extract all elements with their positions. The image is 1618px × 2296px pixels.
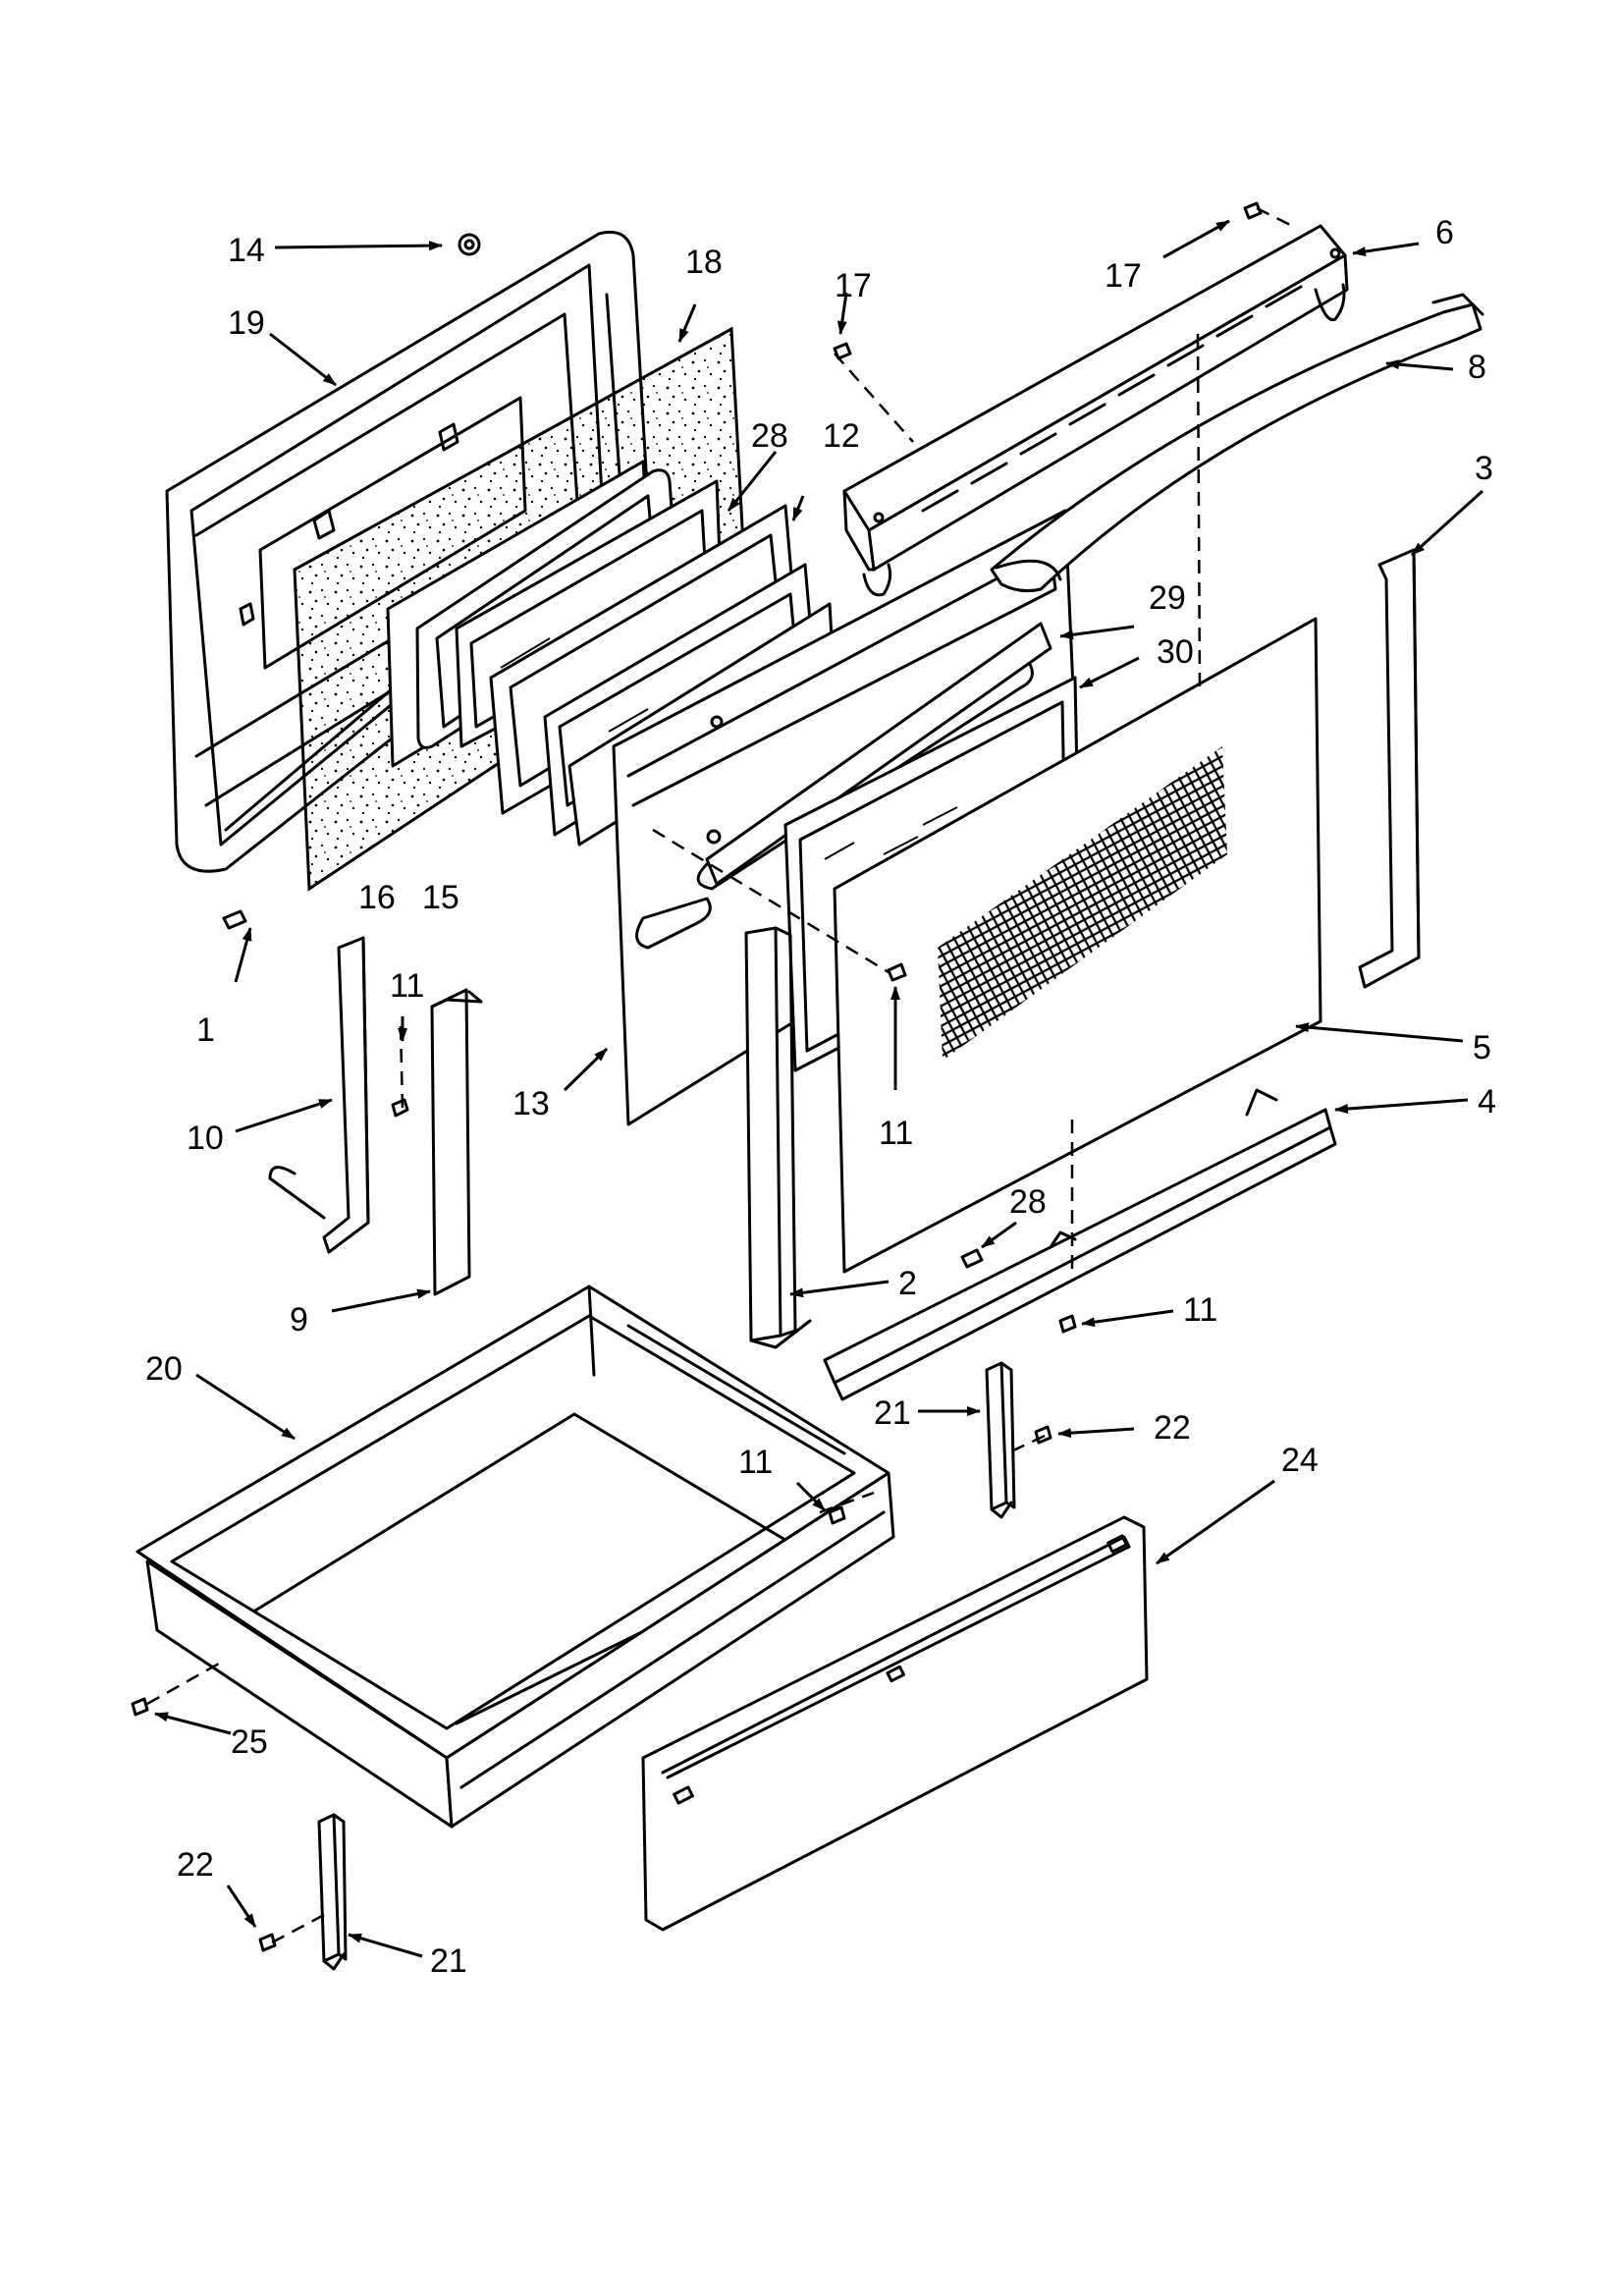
- outer-door-glass-panel: [833, 617, 1322, 1274]
- part-label-28: 28: [751, 417, 788, 455]
- door-handle: [990, 293, 1484, 593]
- part-label-18: 18: [685, 244, 723, 281]
- part-label-22: 22: [1154, 1409, 1191, 1447]
- bottom-door-trim: [823, 1088, 1337, 1401]
- drawer-rail-bracket-lower: [317, 1813, 348, 1971]
- part-label-13: 13: [512, 1085, 550, 1122]
- part-label-25: 25: [231, 1723, 268, 1761]
- drawer-front-panel: [641, 1515, 1149, 1932]
- part-label-11: 11: [1183, 1291, 1217, 1329]
- part-label-8: 8: [1468, 349, 1486, 386]
- part-label-14: 14: [228, 232, 265, 269]
- screw-hardware: [131, 201, 1263, 1952]
- part-label-11: 11: [738, 1444, 773, 1481]
- storage-drawer: [135, 1285, 895, 1829]
- part-label-3: 3: [1475, 450, 1493, 487]
- part-label-29: 29: [1149, 579, 1186, 617]
- part-number-labels: 14 19 18 17 17 6 8 28 12 3 29 30 16 15 1…: [145, 214, 1496, 1980]
- part-label-1: 1: [196, 1011, 215, 1049]
- part-label-22: 22: [177, 1846, 214, 1884]
- part-label-6: 6: [1435, 214, 1454, 251]
- part-label-28: 28: [1009, 1183, 1047, 1221]
- front-trim-post: [744, 926, 812, 1349]
- drawer-rail-bracket-upper: [985, 1361, 1016, 1519]
- part-label-2: 2: [898, 1265, 917, 1302]
- part-label-11: 11: [879, 1115, 913, 1152]
- part-label-16: 16: [358, 879, 396, 916]
- part-label-4: 4: [1478, 1083, 1496, 1121]
- handle-spacer: [705, 622, 1052, 886]
- part-label-11: 11: [390, 967, 424, 1005]
- part-label-5: 5: [1473, 1029, 1491, 1066]
- part-label-12: 12: [823, 417, 860, 455]
- assembly-guide-lines: [146, 206, 1297, 1944]
- left-side-trim: [268, 936, 370, 1254]
- control-panel-trim: [842, 224, 1349, 597]
- part-label-20: 20: [145, 1350, 183, 1388]
- part-label-30: 30: [1157, 633, 1194, 671]
- door-spacer: [430, 988, 483, 1296]
- part-label-9: 9: [290, 1301, 308, 1339]
- part-label-17: 17: [835, 267, 872, 304]
- part-label-17: 17: [1105, 257, 1142, 295]
- leader-arrows: [154, 219, 1484, 1958]
- part-label-21: 21: [874, 1394, 911, 1432]
- part-label-19: 19: [228, 304, 265, 342]
- part-label-21: 21: [430, 1942, 467, 1980]
- part-label-10: 10: [187, 1120, 224, 1157]
- right-side-trim: [1358, 548, 1421, 989]
- part-label-24: 24: [1281, 1442, 1319, 1479]
- part-label-15: 15: [422, 879, 459, 916]
